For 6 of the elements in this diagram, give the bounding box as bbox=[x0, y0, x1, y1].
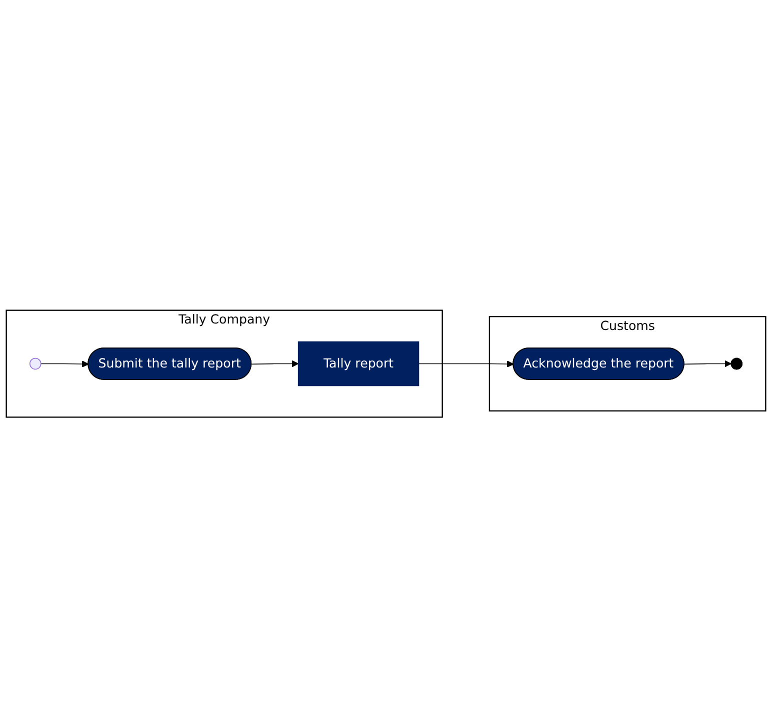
arrow bbox=[40, 360, 89, 368]
arrow bbox=[684, 360, 732, 367]
arrow bbox=[251, 360, 299, 367]
node-box: Tally report bbox=[298, 341, 420, 386]
arrow bbox=[418, 360, 514, 368]
node-circle bbox=[30, 358, 42, 370]
